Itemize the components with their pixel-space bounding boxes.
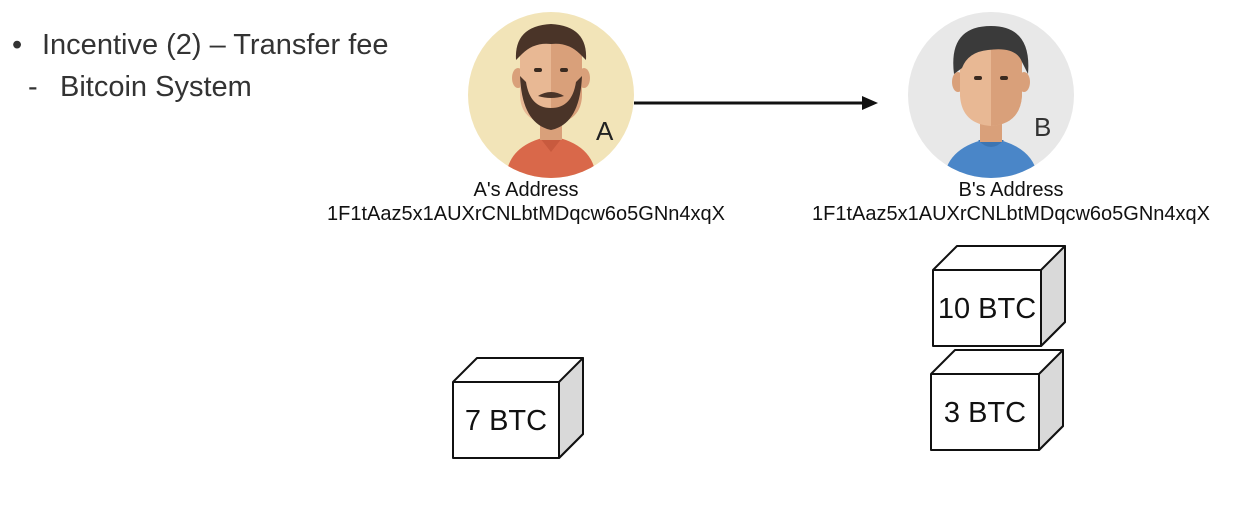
btc-box-b-top-label: 10 BTC: [938, 293, 1036, 325]
address-a-value: 1F1tAaz5x1AUXrCNLbtMDqcw6o5GNn4xqX: [327, 203, 725, 225]
sub-bullet-marker: -: [28, 71, 38, 103]
bullet-incentive-text: Incentive (2) – Transfer fee: [42, 29, 389, 61]
sub-bullet-bitcoin-text: Bitcoin System: [60, 71, 252, 103]
bullet-incentive: • Incentive (2) – Transfer fee: [12, 24, 389, 66]
btc-box-a: 7 BTC: [452, 357, 585, 465]
btc-box-b-top: 10 BTC: [932, 245, 1067, 353]
address-a-title: A's Address: [473, 179, 579, 201]
slide-bullets: • Incentive (2) – Transfer fee -Bitcoin S…: [12, 24, 389, 108]
address-b: B's Address 1F1tAaz5x1AUXrCNLbtMDqcw6o5G…: [796, 178, 1226, 226]
btc-box-b-bottom-label: 3 BTC: [944, 397, 1026, 429]
person-a-avatar: A: [468, 12, 634, 178]
avatar-a-letter: A: [596, 116, 614, 146]
person-b-avatar: B: [908, 12, 1074, 178]
avatar-b-letter: B: [1034, 112, 1051, 142]
address-b-value: 1F1tAaz5x1AUXrCNLbtMDqcw6o5GNn4xqX: [812, 203, 1210, 225]
man-avatar-icon: B: [908, 12, 1074, 178]
cube-icon: 7 BTC: [452, 357, 584, 459]
address-b-title: B's Address: [958, 179, 1064, 201]
address-a: A's Address 1F1tAaz5x1AUXrCNLbtMDqcw6o5G…: [314, 178, 738, 226]
cube-icon: 3 BTC: [930, 349, 1064, 451]
sub-bullet-bitcoin: -Bitcoin System: [12, 66, 389, 108]
right-arrow-icon: [634, 96, 878, 110]
cube-icon: 10 BTC: [932, 245, 1066, 347]
btc-box-a-label: 7 BTC: [465, 405, 547, 437]
btc-box-b-bottom: 3 BTC: [930, 349, 1065, 457]
bearded-man-avatar-icon: A: [468, 12, 634, 178]
bullet-marker: •: [12, 29, 23, 61]
